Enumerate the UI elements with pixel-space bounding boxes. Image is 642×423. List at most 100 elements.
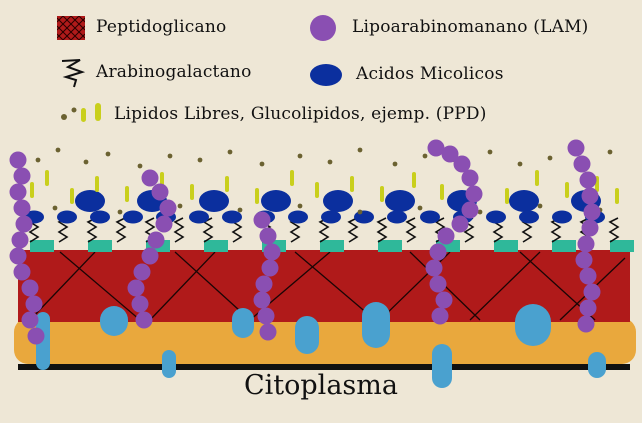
lam-bead	[155, 215, 173, 233]
lam-bead	[425, 259, 443, 277]
arabinogalactan-linker	[552, 240, 576, 252]
arabinogalactan-chain	[86, 217, 98, 243]
peptidoglycan-crosslink	[59, 251, 141, 321]
lam-bead	[11, 231, 29, 249]
lam-bead	[27, 327, 45, 345]
arabinogalactan-linker	[30, 240, 54, 252]
lam-bead	[21, 279, 39, 297]
mycolic-acid-large	[385, 190, 415, 212]
lam-bead	[583, 283, 601, 301]
legend-mycolic-swatch	[310, 64, 342, 86]
membrane-protein	[515, 304, 551, 346]
mycolic-acid-small	[57, 210, 77, 224]
lam-bead	[581, 187, 599, 205]
lam-bead	[461, 169, 479, 187]
lipid-dot	[417, 205, 423, 211]
arabinogalactan-chain	[318, 217, 330, 243]
arabinogalactan-chain	[115, 217, 127, 243]
lam-bead	[431, 307, 449, 325]
free-lipid	[535, 170, 539, 186]
lipid-dot	[55, 147, 61, 153]
lipid-dot	[297, 153, 303, 159]
mycolic-acid-large	[199, 190, 229, 212]
free-lipid	[30, 182, 34, 198]
mycolic-acid-small	[123, 210, 143, 224]
arabinogalactan-chain	[173, 217, 185, 243]
free-lipid	[350, 176, 354, 192]
free-lipid	[505, 188, 509, 204]
lipid-dot	[259, 161, 265, 167]
arabinogalactan-chain	[550, 217, 562, 243]
arabinogalactan-chain	[376, 217, 388, 243]
membrane-protein	[362, 302, 390, 348]
peptidoglycan-crosslink	[469, 251, 541, 321]
arabinogalactan-chain	[347, 217, 359, 243]
lipid-dot	[477, 209, 483, 215]
lipid-dot	[105, 151, 111, 157]
free-lipid	[315, 182, 319, 198]
lam-bead	[429, 275, 447, 293]
lam-bead	[257, 307, 275, 325]
free-lipid	[70, 188, 74, 204]
cytoplasm-label: Citoplasma	[244, 370, 398, 401]
lipid-dot	[52, 205, 58, 211]
legend-lam-swatch	[310, 15, 336, 41]
lipid-dot	[547, 155, 553, 161]
lam-bead	[579, 171, 597, 189]
lipid-dot	[297, 203, 303, 209]
legend-lipids-swatch	[58, 100, 108, 126]
lipid-dot	[177, 203, 183, 209]
mycolic-acid-small	[420, 210, 440, 224]
membrane-baseline	[18, 364, 630, 370]
free-lipid	[95, 176, 99, 192]
lam-bead	[263, 243, 281, 261]
mycolic-acid-small	[552, 210, 572, 224]
lam-bead	[259, 323, 277, 341]
lam-bead	[577, 315, 595, 333]
free-lipid	[225, 176, 229, 192]
lam-bead	[253, 291, 271, 309]
lam-bead	[127, 279, 145, 297]
lam-bead	[9, 151, 27, 169]
lam-bead	[131, 295, 149, 313]
lipid-dot	[392, 161, 398, 167]
lipid-dot	[357, 147, 363, 153]
lam-bead	[135, 311, 153, 329]
lam-bead	[579, 267, 597, 285]
lipid-dot	[167, 153, 173, 159]
lipid-dot	[197, 157, 203, 163]
lam-bead	[159, 199, 177, 217]
membrane-protein	[100, 306, 128, 336]
lam-bead	[13, 263, 31, 281]
lam-bead	[259, 227, 277, 245]
lam-bead	[141, 247, 159, 265]
lipid-dot	[35, 157, 41, 163]
lam-bead	[427, 139, 445, 157]
lam-bead	[15, 215, 33, 233]
membrane-protein	[162, 350, 176, 378]
lam-bead	[151, 183, 169, 201]
peptidoglycan-crosslink	[149, 251, 216, 321]
lipid-dot	[537, 203, 543, 209]
free-lipid	[412, 172, 416, 188]
free-lipid	[380, 186, 384, 202]
lam-bead	[461, 201, 479, 219]
lipid-dot	[83, 159, 89, 165]
lam-molecules	[9, 139, 601, 345]
lipid-dot	[117, 209, 123, 215]
membrane-protein	[588, 352, 606, 378]
arabinogalactan-linker	[320, 240, 344, 252]
mycolic-acid-small	[288, 210, 308, 224]
free-lipid	[190, 184, 194, 200]
free-lipid	[45, 170, 49, 186]
lipid-dot	[517, 161, 523, 167]
lam-bead	[147, 231, 165, 249]
mycolic-acid-small	[222, 210, 242, 224]
lam-bead	[573, 155, 591, 173]
free-lipid	[565, 182, 569, 198]
mycolic-acid-small	[354, 210, 374, 224]
mycolic-acids	[24, 190, 605, 224]
membrane-protein	[36, 312, 50, 370]
